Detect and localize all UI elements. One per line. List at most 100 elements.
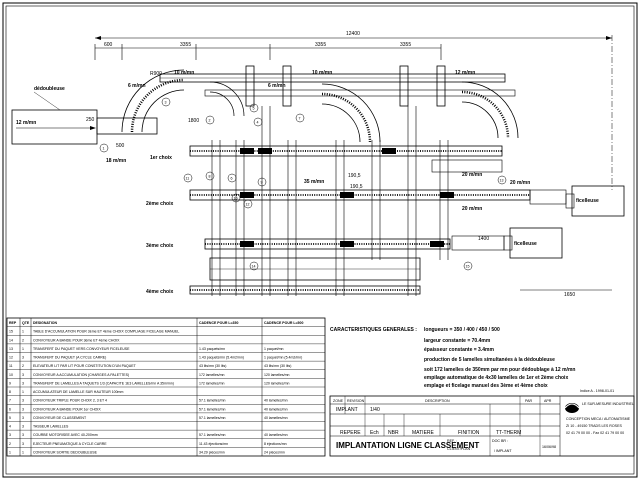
choice-4-conveyor bbox=[189, 285, 421, 295]
client-label: CLIENT/PLAN : bbox=[447, 447, 472, 451]
choice-4-label: 4ème choix bbox=[146, 289, 173, 295]
bom-cell: TRANSFERT DU PAQUET VERS CONVOYEUR FICEL… bbox=[33, 347, 130, 351]
bom-cell: 3 bbox=[22, 381, 24, 385]
total-dim-label: 12400 bbox=[346, 31, 360, 37]
col-matiere: MATIERE bbox=[412, 430, 435, 436]
speed-20c: 20 m/mn bbox=[462, 206, 482, 212]
bom-cell: 14 bbox=[9, 338, 13, 342]
bom-header-cell: DESIGNATION bbox=[33, 321, 58, 325]
bom-cell: 120 lamelles/mn bbox=[264, 381, 290, 385]
layout-plan: 12400 600 3355 3355 3355 bbox=[11, 31, 625, 298]
infeed-arrowhead bbox=[90, 126, 96, 130]
dim-1905a: 190,5 bbox=[348, 173, 361, 179]
span-label-2: 3355 bbox=[180, 42, 191, 48]
dim-1650: 1650 bbox=[564, 292, 575, 298]
speed-6a: 6 m/mn bbox=[128, 83, 146, 89]
choice-1-label: 1er choix bbox=[150, 155, 172, 161]
balloon-3: 3 bbox=[161, 97, 171, 107]
balloon-5: 5 bbox=[249, 103, 259, 113]
bom-cell: 1 paquet/mn (5.4m2/mn) bbox=[264, 356, 302, 360]
bom-cell: 57.1 lamelles/mn bbox=[199, 433, 226, 437]
svg-text:15: 15 bbox=[466, 265, 470, 269]
svg-text:5: 5 bbox=[253, 107, 255, 111]
choice-3-label: 3ème choix bbox=[146, 243, 173, 249]
company-sub: CONCEPTION MECA / AUTOMATISME bbox=[566, 417, 631, 421]
bom-cell: 172 lamelles/mn bbox=[199, 373, 225, 377]
outfeed-2 bbox=[529, 189, 567, 205]
balloon-14: 14 bbox=[249, 261, 259, 271]
dedoubleuse-body bbox=[11, 109, 98, 145]
drop-bar-1 bbox=[245, 65, 255, 107]
bom-cell: 57.1 lamelles/mn bbox=[199, 399, 226, 403]
implant-small: / IMPLANT bbox=[494, 449, 512, 453]
speed-18: 18 m/mn bbox=[106, 158, 126, 164]
choice-2-label: 2ème choix bbox=[146, 201, 173, 207]
choice-3-conveyor bbox=[204, 238, 451, 250]
bom-cell: 40 lamelles/mn bbox=[264, 416, 288, 420]
bom-cell: 57.1 lamelles/mn bbox=[199, 416, 226, 420]
bom-cell: 8 bbox=[9, 390, 11, 394]
bom-cell: 24 pièces/mn bbox=[264, 450, 285, 454]
dedoubleuse-label: dédoubleuse bbox=[34, 86, 65, 92]
accumulator-blocks bbox=[240, 148, 454, 247]
bom-cell: 3 bbox=[22, 425, 24, 429]
svg-text:2: 2 bbox=[209, 119, 211, 123]
balloon-10: 10 bbox=[231, 193, 241, 203]
balloon-12: 12 bbox=[243, 199, 253, 209]
bom-cell: TASSEUR LAMELLES bbox=[33, 425, 69, 429]
bom-cell: 2 bbox=[9, 442, 11, 446]
bom-cell: 57.1 lamelles/mn bbox=[199, 407, 226, 411]
bom-cell: 11 bbox=[9, 364, 13, 368]
implant-label: IMPLANT bbox=[336, 407, 358, 413]
balloon-8: 8 bbox=[205, 171, 215, 181]
notes-line-2: largeur constante = 70.4mm bbox=[424, 338, 491, 344]
bom-cell: CONVOYEUR SORTIE DEDOUBLEUSE bbox=[33, 450, 98, 454]
bom-cell: TRANSFERT DU PAQUET (A CYCLE CARRE) bbox=[33, 356, 106, 360]
rev-description: DESCRIPTION bbox=[425, 399, 450, 403]
col-repere: REPERE bbox=[340, 430, 361, 436]
bom-cell: 40 lamelles/mn bbox=[264, 407, 288, 411]
company-phone: 02 41 79 00 00 - Fax 02 41 79 00 00 bbox=[566, 431, 624, 435]
dim-1800: 1800 bbox=[188, 118, 199, 124]
bom-cell: 4 bbox=[9, 425, 11, 429]
speed-20b: 20 m/mn bbox=[510, 180, 530, 186]
ficelleuse-2-label: ficelleuse bbox=[576, 198, 599, 204]
rev-par: PAR bbox=[525, 399, 533, 403]
bom-cell: 1 bbox=[22, 347, 24, 351]
dim-1905b: 190,5 bbox=[350, 184, 363, 190]
svg-text:8: 8 bbox=[209, 175, 211, 179]
bom-cell: 1.43 paquets/mn bbox=[199, 347, 225, 351]
curve-conveyor-3 bbox=[461, 81, 519, 139]
outfeed-1 bbox=[451, 235, 505, 251]
ficelleuse-2: ficelleuse bbox=[565, 185, 625, 217]
span-label-1: 600 bbox=[104, 42, 113, 48]
rev-zone: ZONE bbox=[333, 399, 344, 403]
bom-cell: 3 bbox=[22, 399, 24, 403]
speed-12: 12 m/mn bbox=[455, 70, 475, 76]
bom-cell: 10 bbox=[9, 373, 13, 377]
svg-text:14: 14 bbox=[252, 265, 256, 269]
bom-cell: 120 lamelles/mn bbox=[264, 373, 290, 377]
curve-conveyor-1 bbox=[121, 69, 185, 133]
bom-cell: 43 lits/mn (30 lits) bbox=[199, 364, 226, 368]
bom-header-cell: REP bbox=[9, 321, 17, 325]
bom-cell: CONVOYEUR A BANDE POUR 3ème ET 4ème CHOI… bbox=[33, 338, 120, 342]
date-label: 16/06/98 bbox=[542, 445, 556, 449]
bom-cell: 6 bbox=[9, 407, 11, 411]
speed-6b: 6 m/mn bbox=[268, 83, 286, 89]
bom-cell: 1.43 paquets/mn (5.4m2/mn) bbox=[199, 356, 244, 360]
title-block: ZONE REVISION DESCRIPTION PAR APR IMPLAN… bbox=[329, 389, 635, 457]
bom-cell: 3 bbox=[22, 416, 24, 420]
bom-cell: CONVOYEUR A ACCUMULATION (CHARGES A PALE… bbox=[33, 373, 129, 377]
company-logo bbox=[564, 403, 580, 413]
dim-1400: 1400 bbox=[478, 236, 489, 242]
svg-text:10: 10 bbox=[234, 197, 238, 201]
upper-rail bbox=[204, 89, 516, 97]
bom-cell: 3 bbox=[22, 356, 24, 360]
span-label-4: 3355 bbox=[400, 42, 411, 48]
bom-cell: 3 bbox=[9, 433, 11, 437]
bom-cell: 5 bbox=[9, 416, 11, 420]
balloon-11: 11 bbox=[183, 173, 193, 183]
notes-line-3: épaisseur constante = 3.4mm bbox=[424, 347, 494, 353]
